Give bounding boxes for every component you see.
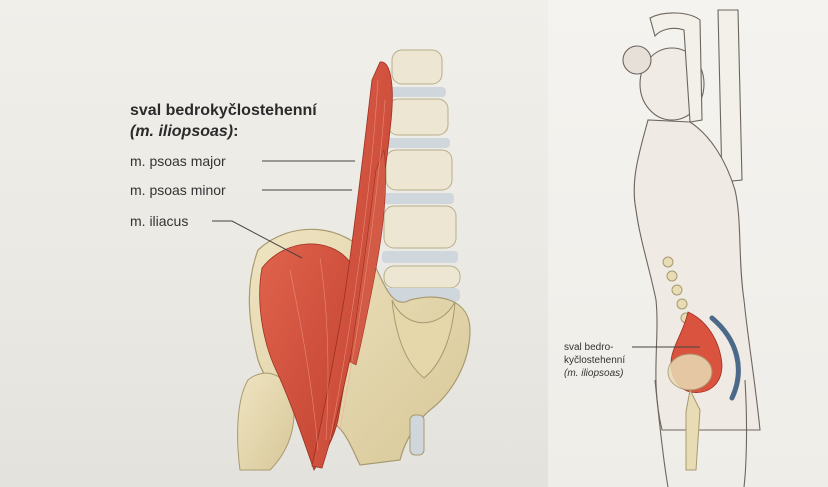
label-psoas-major: m. psoas major xyxy=(130,153,226,169)
pubic-symphysis xyxy=(410,415,424,455)
woman-pelvis xyxy=(668,354,712,390)
muscle-heading: sval bedrokyčlostehenní xyxy=(130,102,317,120)
side-label-line1: sval bedro- xyxy=(564,342,613,354)
side-label-line3: (m. iliopsoas) xyxy=(564,368,623,380)
muscle-heading-latin: (m. iliopsoas): xyxy=(130,123,238,141)
side-label-line2: kyčlostehenní xyxy=(564,355,625,367)
latin-name: (m. iliopsoas) xyxy=(130,123,233,140)
label-psoas-minor: m. psoas minor xyxy=(130,182,226,198)
label-iliacus: m. iliacus xyxy=(130,213,188,229)
heading-colon: : xyxy=(233,123,238,140)
